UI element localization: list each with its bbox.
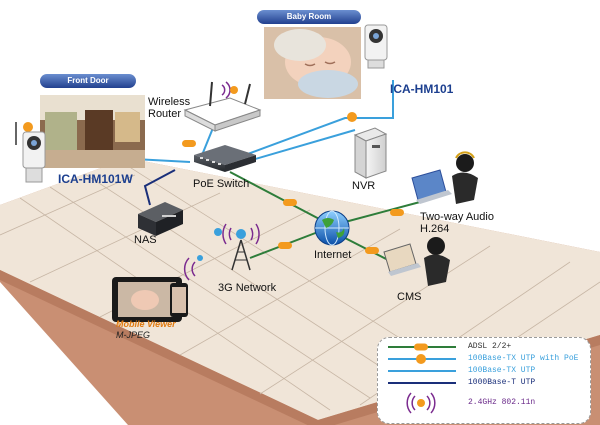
badge-adsl [283,199,297,206]
badge-poe [347,112,357,122]
cms-user-icon [383,237,450,286]
link-internet-audio [344,201,421,223]
legend-label-wifi: 2.4GHz 802.11n [468,398,536,407]
badge-adsl [182,140,196,147]
legend-poe-badge [416,354,426,364]
mobile-viewer-label: Mobile Viewer [116,319,176,329]
location-tag-front-door: Front Door [40,74,136,88]
legend-label-adsl: ADSL 2/2+ [468,342,512,351]
camera-indoor-label: ICA-HM101 [390,82,454,96]
internet-globe-icon [314,210,350,246]
mobile-wifi-icon [183,255,203,281]
nas-label: NAS [134,234,157,246]
mobile-codec-label: M-JPEG [116,330,151,340]
tower-3g-icon [214,223,260,271]
legend-label-poe: 100Base-TX UTP with PoE [468,354,579,363]
two-way-audio-label: Two-way Audio H.264 [420,211,494,235]
nvr-device [353,127,388,179]
nvr-label: NVR [352,180,376,192]
badge-adsl [365,247,379,254]
link-switch-nvr [244,129,356,163]
poe-switch-device [194,145,256,172]
legend-adsl-badge [414,343,428,351]
photo-front-door [40,95,145,168]
camera-indoor-device [364,24,388,69]
router-wifi-icon [221,81,238,99]
nas-device [138,202,183,236]
badge-adsl [278,242,292,249]
router-label: Wireless Router [148,96,191,120]
link-badges [23,112,404,254]
legend-label-gigabit: 1000Base-T UTP [468,378,536,387]
mobile-viewer-devices [112,277,188,322]
network-3g-label: 3G Network [218,282,277,294]
camera-wireless-label: ICA-HM101W [58,172,133,186]
link-switch-cam-indoor [244,80,394,156]
audio-user-icon [411,151,478,204]
legend-wifi-icon [406,392,436,414]
location-tag-baby-room: Baby Room [257,10,361,24]
cms-label: CMS [397,291,422,303]
badge-poe [23,122,33,132]
badge-adsl [390,209,404,216]
photo-baby-room [264,27,361,99]
poe-switch-label: PoE Switch [193,178,250,190]
link-switch-internet [229,171,326,223]
internet-label: Internet [314,249,352,261]
camera-wireless-device [15,122,46,183]
legend-symbols [388,343,456,414]
link-switch-nas [143,169,176,206]
legend-label-utp: 100Base-TX UTP [468,366,536,375]
legend-box: ADSL 2/2+ 100Base-TX UTP with PoE 100Bas… [377,337,591,424]
router-device [183,81,262,132]
